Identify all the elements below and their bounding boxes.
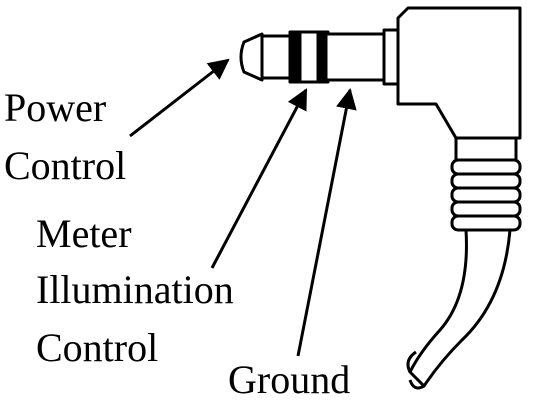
arrow-ground xyxy=(296,87,357,357)
power-control-label-line-2: Control xyxy=(4,143,127,188)
strain-relief-rib-1 xyxy=(450,158,522,176)
ground-label: Ground xyxy=(228,357,351,402)
strain-relief-base xyxy=(454,136,518,162)
plug-tip xyxy=(239,32,264,82)
meter-illumination-label-line-1: Meter xyxy=(36,211,132,256)
strain-relief-rib-2 xyxy=(450,172,522,190)
audio-jack-plug-icon xyxy=(239,6,522,390)
plug-collar xyxy=(382,28,400,86)
plug-sleeve xyxy=(324,32,392,82)
plug-body xyxy=(396,6,522,140)
meter-illumination-label-line-2: Illumination xyxy=(36,267,234,312)
strain-relief-rib-5 xyxy=(450,214,522,232)
power-control-label-line-1: Power xyxy=(4,85,107,130)
leader-arrows xyxy=(129,58,357,357)
meter-illumination-label-line-3: Control xyxy=(36,325,159,370)
plug-tip-neck xyxy=(260,34,292,80)
arrow-power-control xyxy=(129,58,230,138)
strain-relief-rib-3 xyxy=(450,186,522,204)
cable xyxy=(408,228,512,388)
strain-relief-rib-4 xyxy=(450,200,522,218)
cable-cut-end xyxy=(406,350,425,390)
arrow-meter-illumination xyxy=(210,88,308,269)
